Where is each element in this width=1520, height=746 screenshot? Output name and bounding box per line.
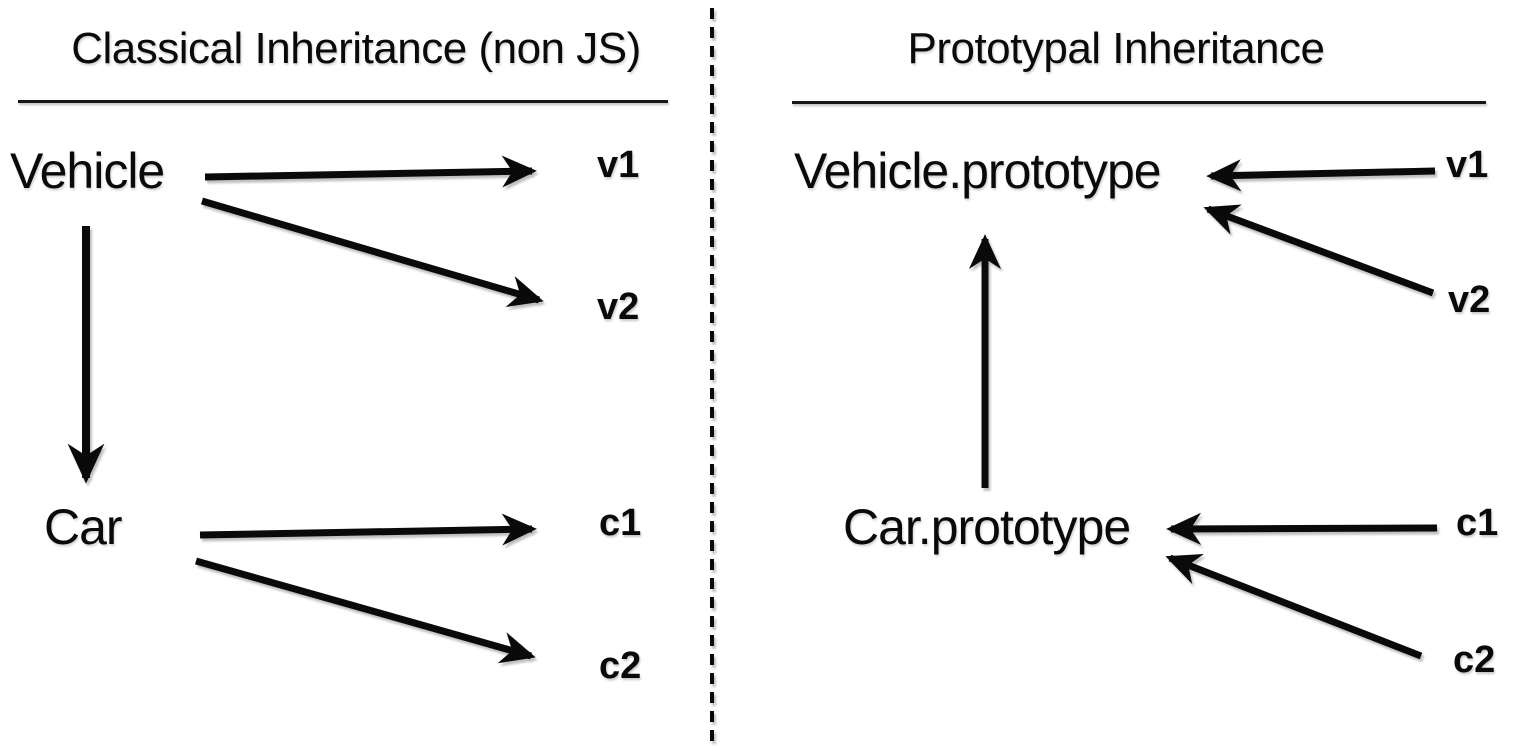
arrow-car-to-c2-icon: [195, 557, 536, 664]
prototypal-instance-v1: v1: [1446, 144, 1489, 186]
vehicle-prototype-node: Vehicle.prototype: [794, 143, 1162, 199]
classical-instance-c1: c1: [599, 502, 642, 544]
arrow-vehicle-to-v2-icon: [201, 197, 544, 307]
arrow-v2-to-vehicle-prototype-icon: [1203, 204, 1435, 297]
classical-title-underline: [18, 100, 668, 103]
classical-panel-title: Classical Inheritance (non JS): [71, 24, 641, 73]
arrow-c2-to-car-prototype-icon: [1165, 553, 1423, 660]
arrow-c1-to-car-prototype-icon: [1166, 512, 1438, 545]
prototypal-title-underline: [792, 101, 1486, 104]
prototypal-instance-v2: v2: [1448, 279, 1491, 321]
car-class-node: Car: [44, 499, 123, 555]
classical-instance-v1: v1: [597, 144, 640, 186]
arrow-v1-to-vehicle-prototype-icon: [1206, 159, 1436, 192]
classical-instance-v2: v2: [597, 286, 640, 328]
arrow-car-to-c1-icon: [199, 513, 537, 546]
car-prototype-node: Car.prototype: [843, 499, 1131, 555]
prototypal-panel-title: Prototypal Inheritance: [907, 24, 1325, 73]
vehicle-class-node: Vehicle: [10, 143, 165, 199]
prototypal-instance-c2: c2: [1453, 639, 1496, 681]
arrow-vehicle-to-v1-icon: [204, 155, 537, 188]
prototypal-instance-c1: c1: [1456, 502, 1499, 544]
classical-instance-c2: c2: [599, 645, 642, 687]
